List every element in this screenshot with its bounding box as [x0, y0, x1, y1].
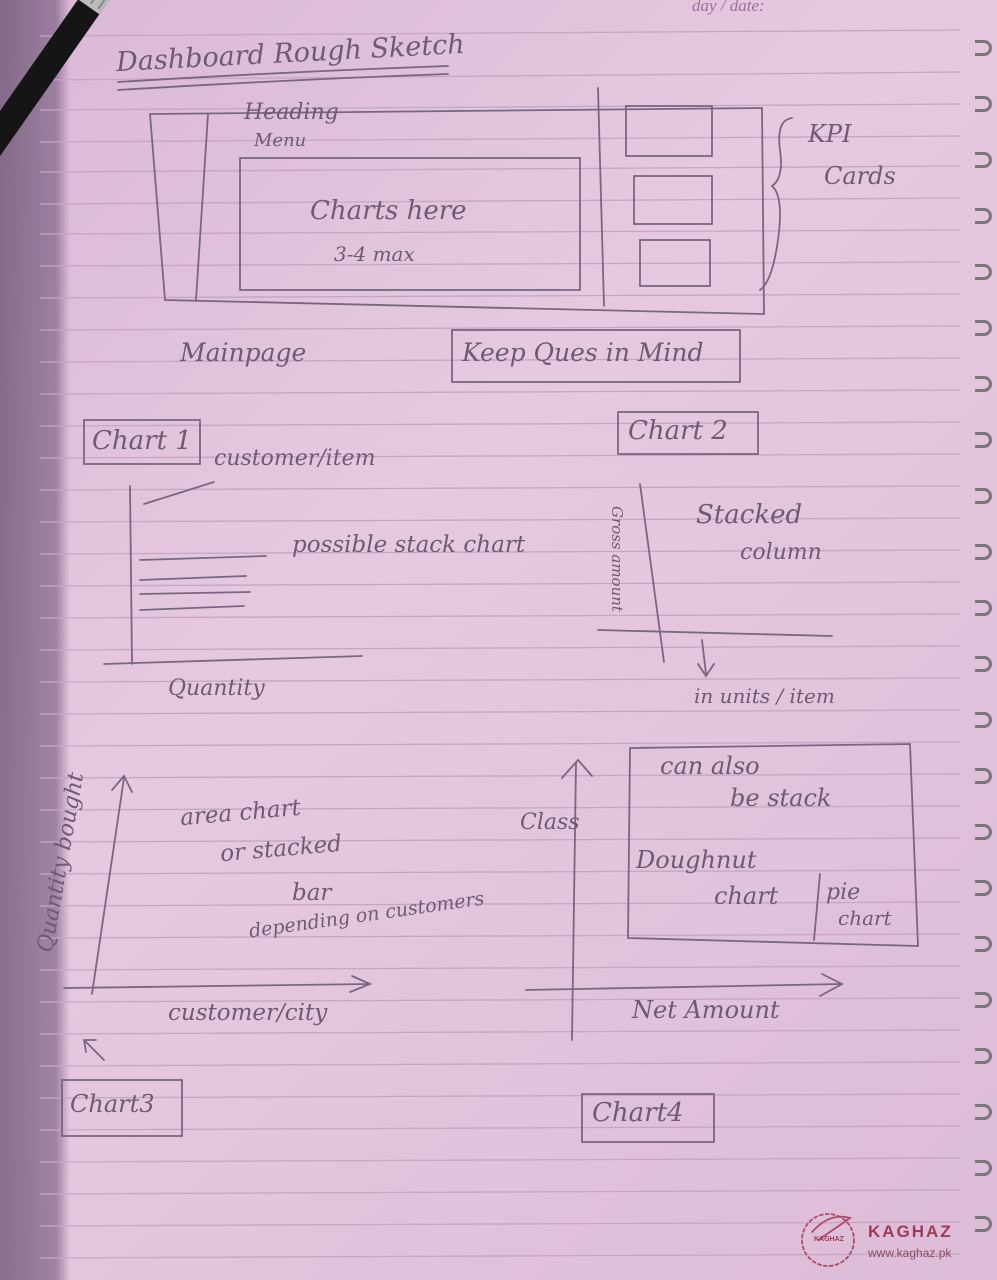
chart2-y-label: Gross amount: [607, 506, 626, 612]
chart3-x-label: customer/city: [168, 1000, 328, 1026]
charts-here-label: Charts here: [310, 196, 467, 226]
kpi-card-box: [633, 175, 713, 225]
spiral-ring: [975, 712, 992, 728]
chart1-x-label: Quantity: [168, 676, 265, 701]
logo-text: KAGHAZ: [814, 1236, 844, 1243]
chart4-line-1: can also: [660, 752, 760, 780]
chart1-label: Chart 1: [92, 426, 192, 456]
chart3-label-box: [61, 1079, 183, 1137]
spiral-ring: [975, 488, 992, 504]
menu-label: Menu: [254, 130, 307, 151]
chart3-y-axis: [91, 774, 133, 995]
chart4-line-5: pie: [826, 880, 861, 905]
spiral-ring: [975, 320, 992, 336]
spiral-ring: [975, 824, 992, 840]
kpi-label: KPI: [808, 120, 852, 148]
chart1-bar: [139, 605, 245, 611]
kpi-divider: [597, 87, 605, 307]
main-frame: [149, 107, 765, 315]
kaghaz-logo-icon: [801, 1213, 855, 1267]
spiral-ring: [975, 1216, 992, 1232]
brand-url: www.kaghaz.pk: [868, 1246, 952, 1260]
chart3-arrow: [83, 1039, 105, 1061]
spiral-ring: [975, 264, 992, 280]
chart4-label-box: [581, 1093, 715, 1143]
day-date-label: day / date:: [692, 0, 765, 15]
spiral-ring: [975, 1048, 992, 1064]
spiral-ring: [975, 96, 992, 112]
spiral-ring: [975, 880, 992, 896]
chart2-description-2: column: [740, 540, 822, 565]
chart1-x-axis: [103, 655, 363, 665]
dark-background: [0, 0, 70, 1280]
spiral-ring: [975, 432, 992, 448]
charts-area-box: [239, 157, 581, 291]
spiral-ring: [975, 376, 992, 392]
chart4-y-axis: [561, 758, 593, 1041]
chart4-line-6: chart: [838, 906, 892, 930]
chart4-label: Chart4: [592, 1098, 684, 1128]
spiral-ring: [975, 544, 992, 560]
spiral-ring: [975, 1160, 992, 1176]
chart4-line-2: be stack: [730, 784, 832, 812]
chart4-y-label: Class: [520, 810, 580, 835]
keep-questions-note: Keep Ques in Mind: [462, 338, 704, 367]
sidebar-divider: [195, 113, 209, 301]
spiral-ring: [975, 152, 992, 168]
chart3-line-3: bar: [292, 880, 332, 906]
title-underline: [117, 65, 449, 83]
kpi-brace: [759, 117, 793, 291]
chart2-x-label: in units / item: [694, 684, 835, 708]
heading-label: Heading: [244, 100, 339, 125]
spiral-ring: [975, 208, 992, 224]
chart1-bar: [139, 591, 251, 595]
chart4-divider: [813, 873, 821, 941]
chart2-description-1: Stacked: [696, 500, 803, 530]
spiral-ring: [975, 936, 992, 952]
charts-max-label: 3-4 max: [334, 242, 415, 266]
chart4-x-label: Net Amount: [632, 996, 780, 1024]
chart3-label: Chart3: [70, 1090, 155, 1118]
spiral-ring: [975, 40, 992, 56]
spiral-ring: [975, 600, 992, 616]
brand-name: KAGHAZ: [868, 1222, 953, 1241]
chart2-arrow: [697, 639, 715, 678]
spiral-ring: [975, 768, 992, 784]
chart4-x-axis: [525, 973, 844, 997]
chart1-label-box: [83, 419, 201, 465]
chart1-y-axis: [129, 485, 133, 665]
chart2-label: Chart 2: [628, 416, 728, 446]
chart1-annotation: customer/item: [214, 446, 376, 471]
main-page-label: Mainpage: [180, 338, 307, 367]
kpi-card-box: [625, 105, 713, 157]
spiral-ring: [975, 992, 992, 1008]
spiral-ring: [975, 1104, 992, 1120]
chart1-bar: [139, 555, 267, 561]
chart4-box: [627, 743, 919, 947]
chart2-y-axis: [639, 483, 665, 663]
note-box: [451, 329, 741, 383]
chart1-annotation-line: [143, 481, 215, 505]
chart2-x-axis: [597, 629, 833, 637]
kpi-card-box: [639, 239, 711, 287]
chart4-line-3: Doughnut: [636, 846, 757, 874]
chart4-line-4: chart: [714, 882, 779, 910]
spiral-ring: [975, 656, 992, 672]
chart3-x-axis: [63, 975, 373, 993]
chart1-description: possible stack chart: [292, 532, 526, 558]
kpi-cards-label: Cards: [824, 162, 896, 190]
chart2-label-box: [617, 411, 759, 455]
chart1-bar: [139, 575, 247, 581]
